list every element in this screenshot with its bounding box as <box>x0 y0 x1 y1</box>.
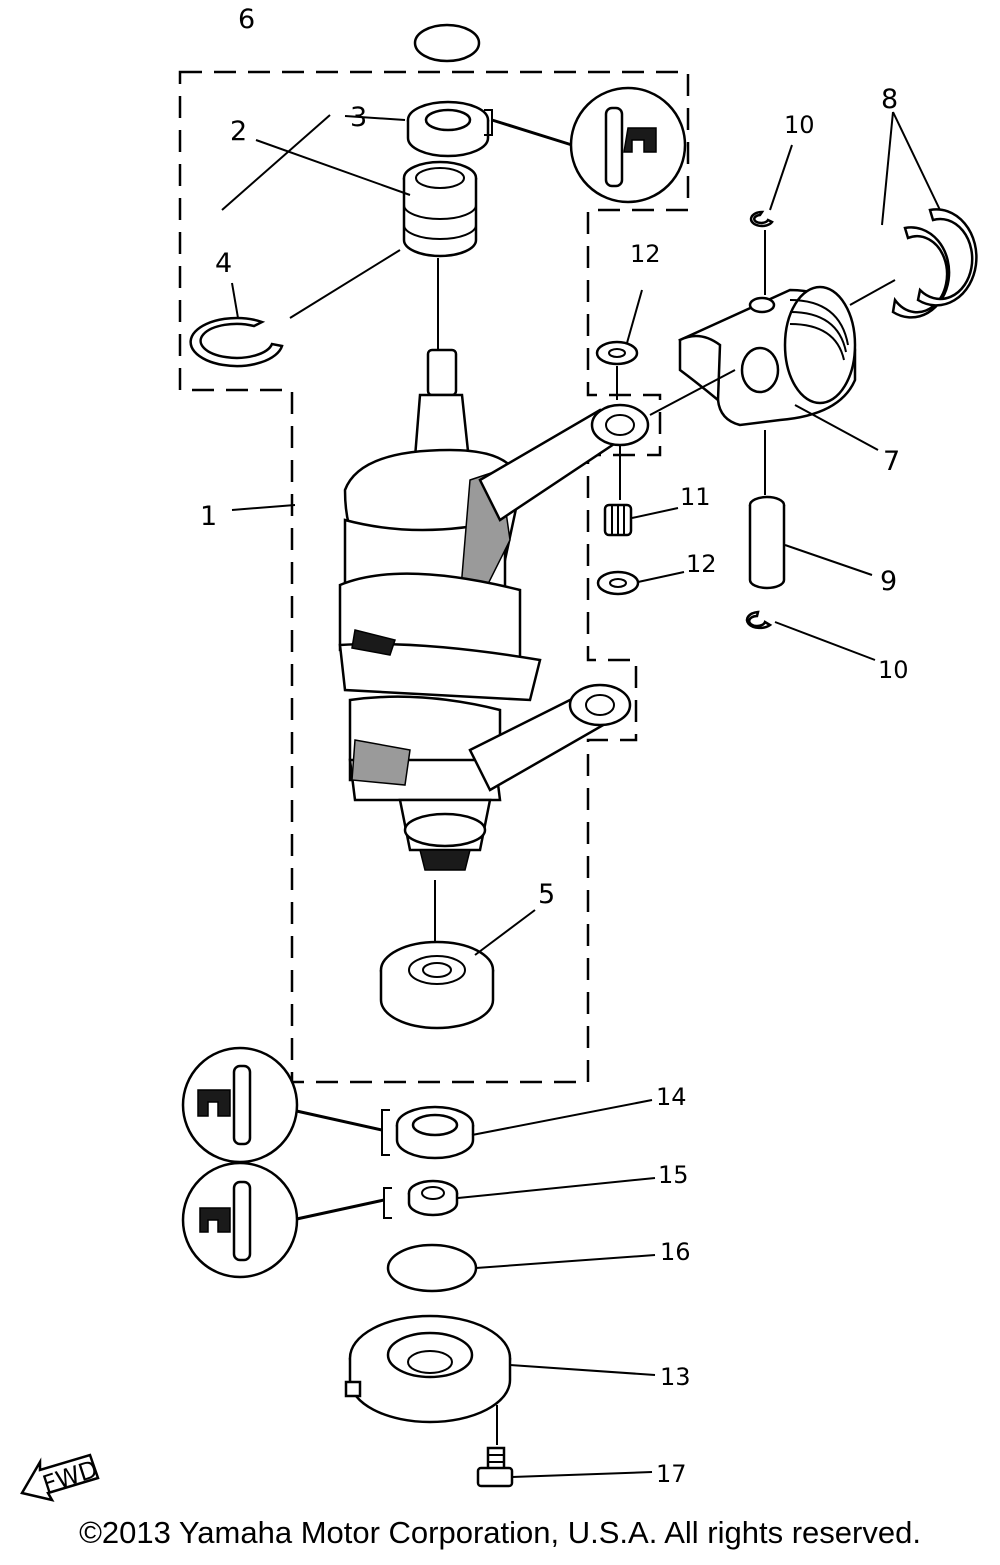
callout-7: 7 <box>883 446 900 477</box>
callout-12-lower: 12 <box>686 550 717 578</box>
bolt <box>476 1446 514 1488</box>
callout-9: 9 <box>880 566 897 597</box>
callout-10-top: 10 <box>784 111 815 139</box>
fwd-arrow-icon: FWD <box>20 1453 101 1502</box>
callout-17: 17 <box>656 1460 687 1488</box>
needle-bearing-small <box>603 503 633 537</box>
seal-detail-circle-lower <box>181 1161 299 1279</box>
seal-detail-circle-mid <box>181 1046 299 1164</box>
callout-2: 2 <box>230 116 247 147</box>
seal-detail-circle-top <box>484 86 687 204</box>
callout-14: 14 <box>656 1083 687 1111</box>
callout-10-lower: 10 <box>878 656 909 684</box>
callout-5: 5 <box>538 879 555 910</box>
callout-3: 3 <box>350 102 367 133</box>
oil-seal-small <box>407 1179 459 1217</box>
oring-top <box>413 23 481 63</box>
oring-lower <box>386 1243 478 1293</box>
clip-lower <box>745 610 773 630</box>
circlip <box>189 316 284 368</box>
crankshaft-assembly-boundary <box>178 70 690 1084</box>
washer-lower <box>596 570 640 596</box>
callout-4: 4 <box>215 248 232 279</box>
callout-16: 16 <box>660 1238 691 1266</box>
oil-seal-lower <box>395 1105 475 1160</box>
piston-pin <box>748 495 786 590</box>
callout-8: 8 <box>881 84 898 115</box>
needle-bearing-top <box>402 160 478 258</box>
lower-housing <box>344 1314 512 1424</box>
callout-13: 13 <box>660 1363 691 1391</box>
callout-6: 6 <box>238 4 255 35</box>
fwd-label: FWD <box>39 1455 101 1499</box>
callout-15: 15 <box>658 1161 689 1189</box>
washer-top <box>595 340 639 366</box>
oil-seal-top <box>406 100 490 158</box>
piston-rings <box>891 208 978 319</box>
callout-1: 1 <box>200 501 217 532</box>
callout-12-top: 12 <box>630 240 661 268</box>
crankshaft <box>338 348 542 871</box>
connecting-rod-lower <box>468 683 632 792</box>
piston <box>678 285 857 427</box>
copyright-notice: ©2013 Yamaha Motor Corporation, U.S.A. A… <box>79 1515 921 1550</box>
connecting-rod-upper <box>478 403 650 522</box>
clip-top <box>749 210 774 228</box>
callout-11: 11 <box>680 483 711 511</box>
ball-bearing-bottom <box>379 940 495 1030</box>
